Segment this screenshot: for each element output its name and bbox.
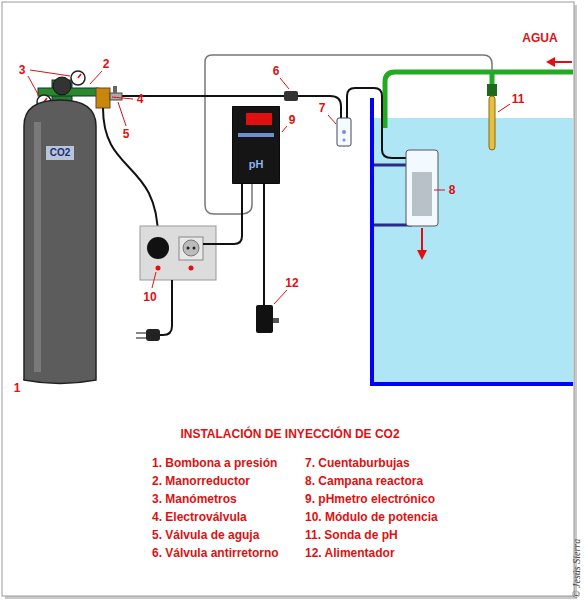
aquarium-wall bbox=[370, 98, 374, 386]
callout-number: 10 bbox=[143, 290, 156, 304]
module-plug bbox=[147, 237, 169, 259]
legend-entry: 2. Manorreductor bbox=[152, 474, 250, 488]
adapter-pins bbox=[273, 318, 279, 323]
indicator-dot bbox=[156, 266, 161, 271]
callout-number: 12 bbox=[285, 276, 298, 290]
leader-line bbox=[274, 290, 287, 304]
reactor-gas bbox=[412, 172, 432, 216]
plug-pin bbox=[136, 332, 146, 334]
node-outline bbox=[22, 96, 98, 386]
legend-entry: 8. Campana reactora bbox=[305, 474, 423, 488]
leader-line bbox=[328, 115, 336, 124]
callout-number: 6 bbox=[273, 64, 280, 78]
solenoid-cable bbox=[103, 108, 158, 238]
leader-line bbox=[434, 190, 445, 191]
leader-line bbox=[280, 78, 289, 89]
legend-entry: 5. Válvula de aguja bbox=[152, 528, 259, 542]
meter-to-socket-cable bbox=[203, 184, 242, 244]
mains-plug bbox=[146, 329, 160, 341]
water-arrow bbox=[553, 61, 572, 63]
legend-entry: 11. Sonda de pH bbox=[305, 528, 398, 542]
needle-valve bbox=[110, 93, 122, 100]
node-text-holder: CO2 bbox=[22, 96, 98, 160]
check-valve bbox=[284, 91, 298, 101]
callout-number: 9 bbox=[289, 113, 296, 127]
meter-label: pH bbox=[245, 157, 268, 171]
power-adapter bbox=[256, 305, 273, 333]
legend-entry: 7. Cuentaburbujas bbox=[305, 456, 410, 470]
legend-entry: 4. Electroválvula bbox=[152, 510, 247, 524]
indicator-dot bbox=[189, 266, 194, 271]
co2-cylinder: CO2 bbox=[22, 96, 98, 386]
needle-knob bbox=[113, 86, 117, 93]
bubble-counter bbox=[337, 118, 351, 146]
leader-line bbox=[30, 70, 70, 76]
legend-entry: 9. pHmetro electrónico bbox=[305, 492, 435, 506]
leader-line bbox=[498, 104, 510, 112]
module-socket bbox=[179, 237, 203, 260]
leader-line bbox=[90, 71, 102, 84]
leader-line bbox=[282, 126, 287, 132]
gauge bbox=[71, 71, 85, 85]
plug-pin bbox=[136, 337, 146, 339]
probe-cap bbox=[487, 84, 497, 96]
reactor-bell bbox=[406, 150, 438, 226]
callout-number: 3 bbox=[19, 63, 26, 77]
callout-number: AGUA bbox=[522, 31, 557, 45]
meter-band bbox=[238, 133, 274, 137]
socket-hole bbox=[187, 247, 190, 250]
regulator-knob bbox=[53, 77, 71, 95]
legend-entry: 1. Bombona a presión bbox=[152, 456, 277, 470]
cylinder-body bbox=[24, 100, 96, 384]
frame bbox=[2, 2, 574, 596]
aquarium-bottom bbox=[370, 382, 573, 386]
ph-meter: pH bbox=[232, 106, 280, 184]
water-arrow-head bbox=[546, 57, 555, 67]
callout-number: 2 bbox=[103, 57, 110, 71]
meter-body bbox=[232, 106, 280, 184]
socket-hole bbox=[193, 247, 196, 250]
bubble bbox=[343, 139, 346, 142]
callout-number: 7 bbox=[319, 101, 326, 115]
leader-line bbox=[28, 76, 39, 96]
co2-tube-to-reactor bbox=[347, 88, 412, 158]
reactor-outflow bbox=[421, 228, 423, 252]
meter-power-cable bbox=[263, 184, 265, 305]
node-text-holder: pH bbox=[232, 106, 280, 172]
solenoid-valve bbox=[96, 88, 110, 108]
callout-number: 5 bbox=[123, 127, 130, 141]
cylinder-label: CO2 bbox=[46, 146, 75, 160]
leader-line bbox=[118, 102, 126, 126]
gauge-needle bbox=[78, 74, 81, 78]
water-tube bbox=[385, 72, 573, 128]
probe-cable bbox=[205, 55, 492, 214]
node-outline bbox=[232, 106, 280, 184]
callout-number: 8 bbox=[449, 183, 456, 197]
watermark: © Jesús Sierra bbox=[571, 539, 582, 598]
legend-entry: 12. Alimentador bbox=[305, 546, 395, 560]
leader-line bbox=[112, 97, 133, 99]
leader-line bbox=[152, 272, 156, 288]
legend-entry: 10. Módulo de potencia bbox=[305, 510, 438, 524]
socket-face bbox=[183, 240, 199, 256]
ph-probe bbox=[489, 96, 495, 150]
legend-entry: 3. Manómetros bbox=[152, 492, 237, 506]
legend-entry: 6. Válvula antirretorno bbox=[152, 546, 279, 560]
bubble bbox=[342, 130, 346, 134]
diagram-title: INSTALACIÓN DE INYECCIÓN DE CO2 bbox=[180, 427, 399, 441]
mains-cord bbox=[160, 280, 172, 335]
callout-number: 11 bbox=[512, 92, 525, 106]
callout-number: 1 bbox=[14, 381, 21, 395]
callout-number: 4 bbox=[137, 92, 144, 106]
meter-display bbox=[246, 113, 272, 125]
reactor-outflow-head bbox=[417, 250, 427, 260]
cylinder-highlight bbox=[34, 122, 41, 372]
power-module bbox=[140, 226, 216, 280]
